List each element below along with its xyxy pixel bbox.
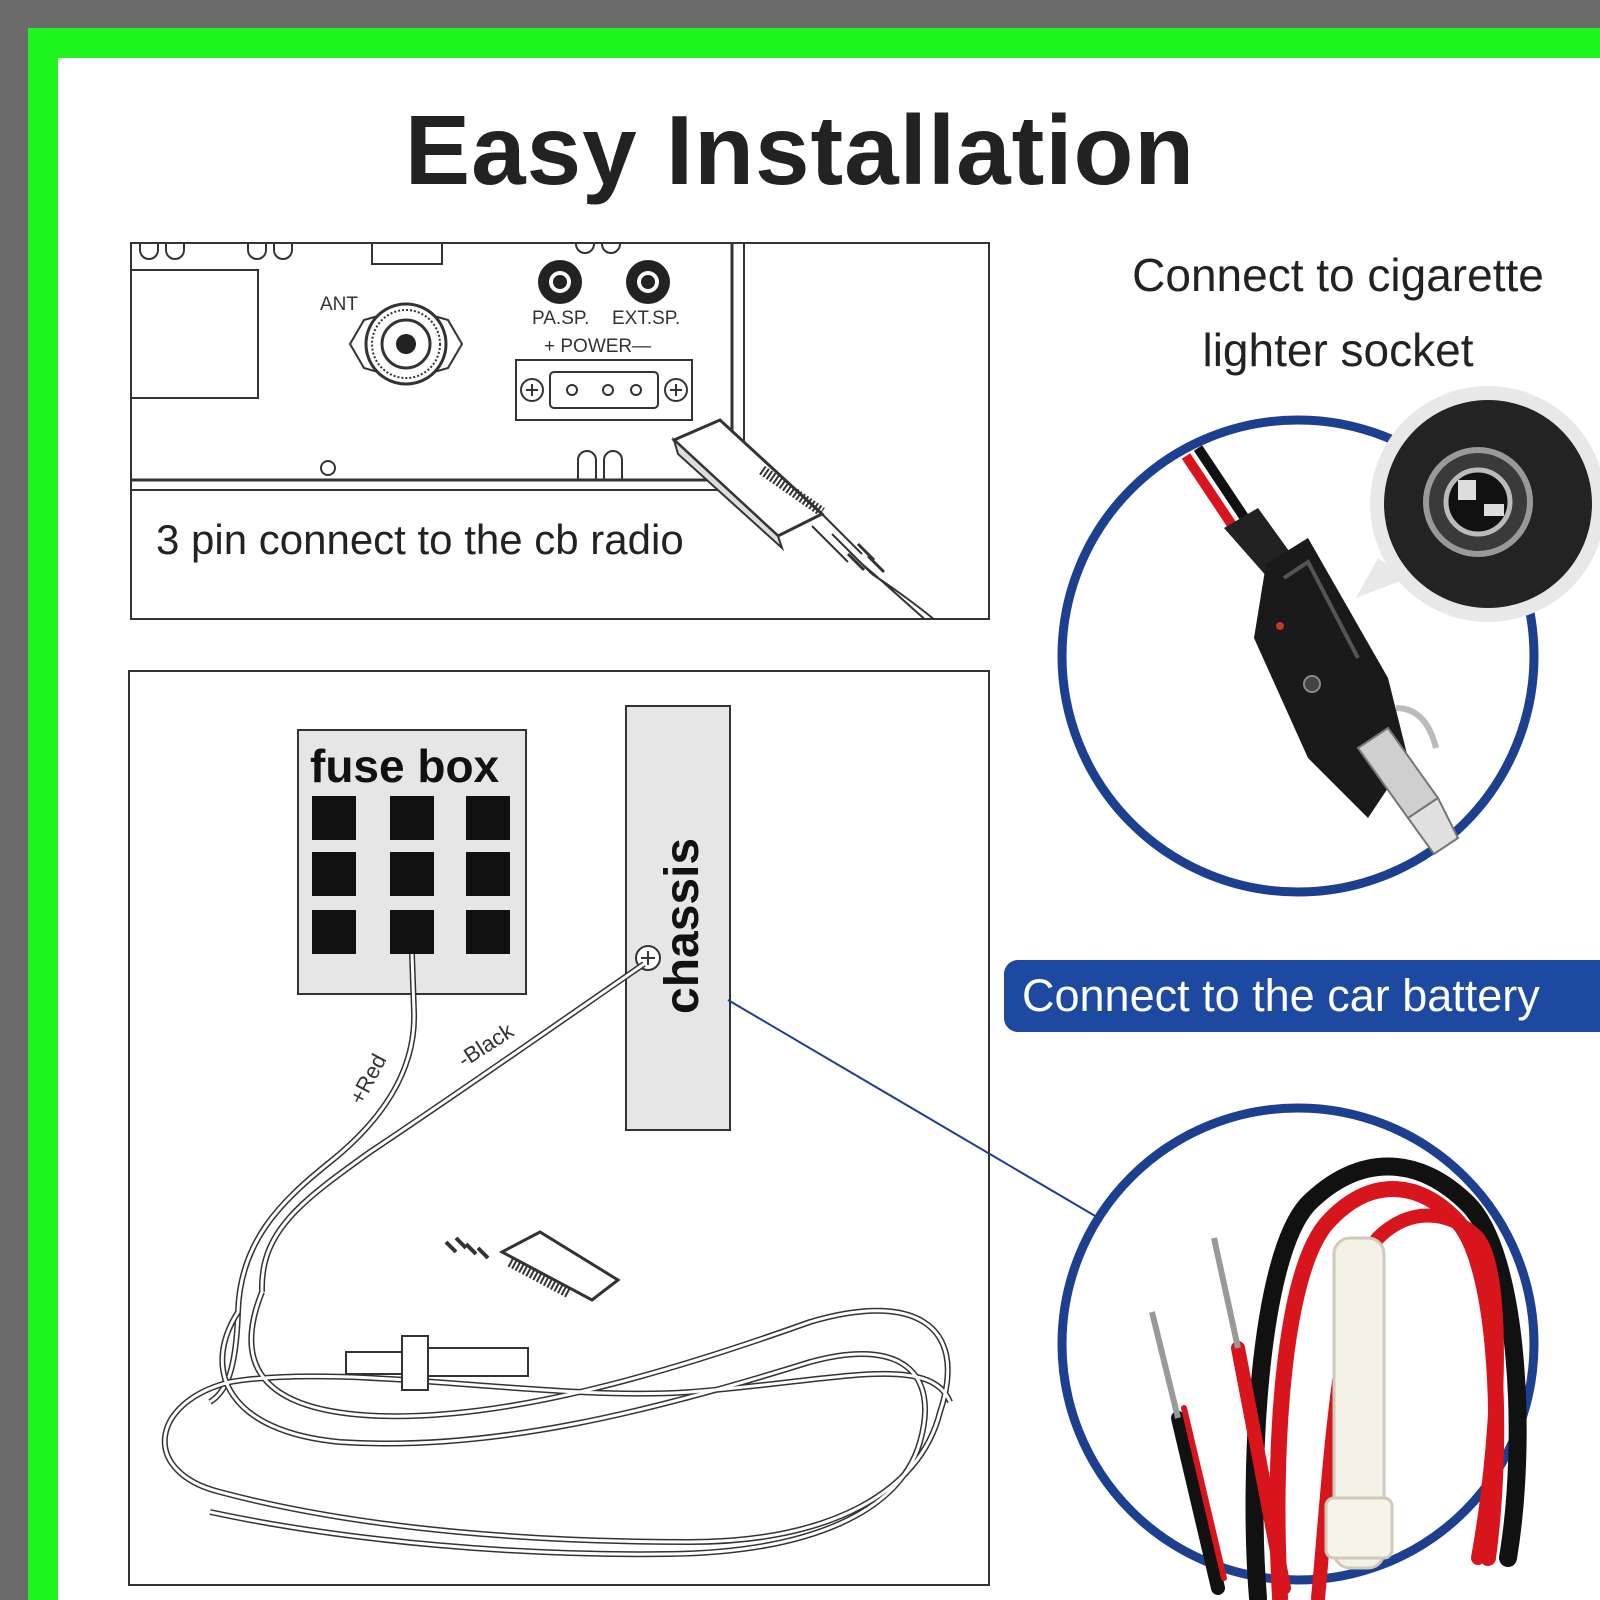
radio-caption: 3 pin connect to the cb radio [156,516,684,563]
page-title: Easy Installation [404,95,1196,205]
cigarette-caption-line1: Connect to cigarette [1132,249,1544,301]
battery-black-loop [1245,1157,1527,1600]
battery-banner: Connect to the car battery [1004,960,1600,1032]
battery-black-lead [1171,1411,1225,1595]
fuse-box-label: fuse box [310,740,500,792]
battery-circle [1057,1103,1539,1585]
chassis-label: chassis [656,838,709,1014]
battery-red-strands [1211,1237,1241,1349]
cigarette-caption-line2: lighter socket [1202,324,1474,376]
battery-black-strands [1149,1311,1181,1419]
radio-back-panel: ANT PA.SP. EXT.SP. + POWER— [130,242,990,620]
cable-plug [444,1230,621,1302]
socket-bubble-tail [1356,558,1408,598]
ant-label: ANT [320,294,358,315]
battery-fuse-holder [1332,1236,1386,1570]
radio-module-box [132,269,259,399]
pa-sp-label: PA.SP. [532,308,589,329]
wiring-illustration: fuse box chassis +Red -Black [162,705,953,1558]
three-pin-plug [671,418,935,618]
cig-black-wire [1193,445,1251,523]
cig-red-wire [1181,453,1239,531]
ext-sp-label: EXT.SP. [612,308,680,329]
radio-back-illustration: ANT PA.SP. EXT.SP. + POWER— [132,244,935,618]
cigarette-plug-photo [1057,386,1600,897]
power-label: + POWER— [544,336,651,357]
battery-leads-photo [1057,1103,1539,1600]
chassis-bar [625,705,731,1131]
fuse-grid [312,796,510,954]
canvas: Easy Installation ANT [58,58,1600,1600]
battery-red-lead [1231,1341,1291,1595]
cigarette-caption: Connect to cigarette lighter socket [1088,238,1588,388]
inline-fuse-holder [345,1335,529,1391]
